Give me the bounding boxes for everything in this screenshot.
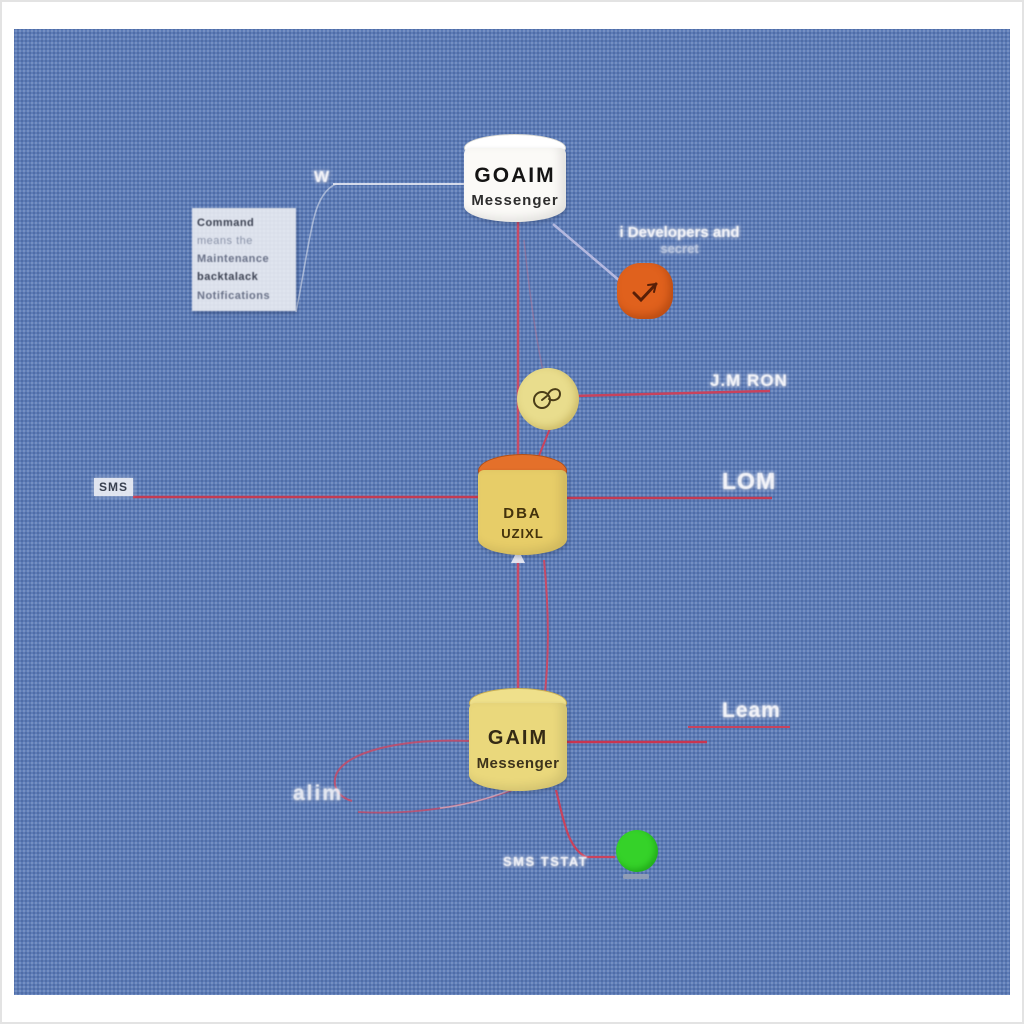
label-w: W bbox=[314, 169, 330, 186]
edge-lavender-to-orange bbox=[552, 223, 628, 288]
yellow-node bbox=[517, 368, 579, 430]
orange-status-node bbox=[617, 263, 673, 319]
gaim-title: GAIM bbox=[487, 727, 549, 749]
edge-red-curve-alim bbox=[333, 739, 472, 802]
label-jm-ron: J.M RON bbox=[710, 371, 788, 390]
label-leam: Leam bbox=[722, 699, 781, 722]
label-developers-sub: secret bbox=[660, 241, 699, 256]
label-alim: alim bbox=[293, 782, 344, 805]
cylinder-body bbox=[478, 470, 567, 555]
cylinder-body bbox=[469, 703, 567, 791]
edge-red-curve-to-green bbox=[554, 789, 615, 859]
goaim-subtitle: Messenger bbox=[471, 192, 559, 209]
arrowhead-up-icon bbox=[511, 549, 525, 563]
node-goaim-messenger: GOAIM Messenger bbox=[464, 134, 566, 222]
checkmark-arrow-icon bbox=[632, 282, 658, 303]
green-node-base-mark bbox=[623, 874, 649, 879]
connector-edges bbox=[133, 183, 790, 859]
notes-line: Maintenance bbox=[197, 253, 270, 266]
edge-red-yellow-to-ron bbox=[571, 389, 771, 398]
label-developers-group: i Developers and secret bbox=[592, 224, 767, 256]
label-lom: LOM bbox=[722, 468, 777, 494]
label-developers: i Developers and bbox=[619, 224, 740, 241]
notes-line: Notifications bbox=[197, 289, 271, 302]
dba-title: DBA bbox=[503, 505, 542, 522]
edge-red-vertical-bottom-2 bbox=[543, 559, 549, 703]
green-status-node bbox=[616, 830, 658, 872]
bird-scribble-icon bbox=[533, 388, 562, 409]
cylinder-body bbox=[464, 148, 566, 222]
notes-line: means the bbox=[197, 235, 253, 248]
notes-box: Command means the Maintenance backtalack… bbox=[192, 208, 296, 311]
gaim-subtitle: Messenger bbox=[476, 755, 560, 772]
goaim-title: GOAIM bbox=[474, 164, 556, 187]
edge-white-curve-notes bbox=[295, 183, 337, 313]
diagram-canvas: GOAIM Messenger Command means the Mainte… bbox=[14, 29, 1010, 995]
notes-line: backtalack bbox=[197, 271, 259, 284]
label-sms-tstat: SMS TSTAT bbox=[503, 854, 589, 869]
dba-subtitle: UZIXL bbox=[501, 526, 544, 541]
notes-line: Command bbox=[197, 217, 255, 229]
edge-faint-diagonal-yellow bbox=[523, 239, 547, 386]
label-sms: SMS bbox=[94, 478, 134, 496]
node-gaim-messenger: GAIM Messenger bbox=[469, 688, 567, 791]
node-dba: DBA UZIXL bbox=[478, 454, 567, 555]
